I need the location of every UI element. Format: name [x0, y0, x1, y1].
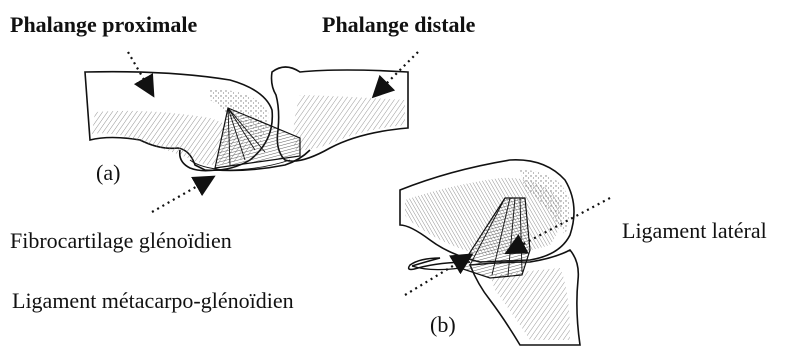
label-glenoid-fibrocartilage: Fibrocartilage glénoïdien — [10, 230, 232, 252]
panel-a-drawing — [85, 67, 408, 171]
arrow-metacarpo-glenoid — [405, 258, 466, 295]
panel-label-a: (a) — [96, 162, 120, 184]
label-distal-phalanx: Phalange distale — [322, 14, 475, 36]
label-metacarpo-glenoid-ligament: Ligament métacarpo-glénoïdien — [12, 290, 294, 312]
label-proximal-phalanx: Phalange proximale — [10, 14, 197, 36]
panel-b-drawing — [400, 160, 580, 345]
arrow-fibrocartilage — [152, 180, 208, 212]
panel-label-b: (b) — [430, 314, 456, 336]
label-lateral-ligament: Ligament latéral — [622, 220, 767, 242]
